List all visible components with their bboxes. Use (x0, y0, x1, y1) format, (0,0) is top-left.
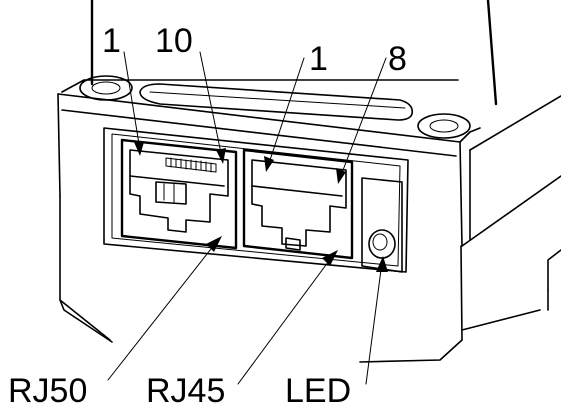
leader-rj45-pin1 (264, 57, 305, 172)
label-led: LED (285, 372, 351, 410)
leader-rj50-pin10 (199, 51, 226, 164)
rj50-pin-contacts (165, 157, 217, 173)
rj50-socket (120, 138, 238, 250)
top-slot (139, 83, 414, 121)
leader-rj50 (107, 236, 222, 381)
leader-rj45 (237, 250, 338, 385)
screw-hole-left (79, 75, 133, 101)
leader-rj45-pin8 (336, 57, 387, 184)
front-panel-inner-edge (111, 133, 401, 267)
device-housing (57, 0, 561, 363)
label-rj45: RJ45 (146, 372, 225, 410)
label-rj45-pin-first: 1 (309, 40, 328, 78)
label-rj50-pin-last: 10 (155, 22, 193, 60)
rj45-socket (242, 148, 354, 260)
leader-rj50-pin1 (123, 51, 144, 156)
screw-hole-right (417, 113, 471, 139)
front-panel-recess (103, 127, 409, 273)
label-rj45-pin-last: 8 (388, 40, 407, 78)
label-rj50-pin-first: 1 (102, 22, 121, 60)
leader-led (365, 256, 388, 385)
label-rj50: RJ50 (8, 372, 87, 410)
led-indicator (361, 177, 403, 273)
